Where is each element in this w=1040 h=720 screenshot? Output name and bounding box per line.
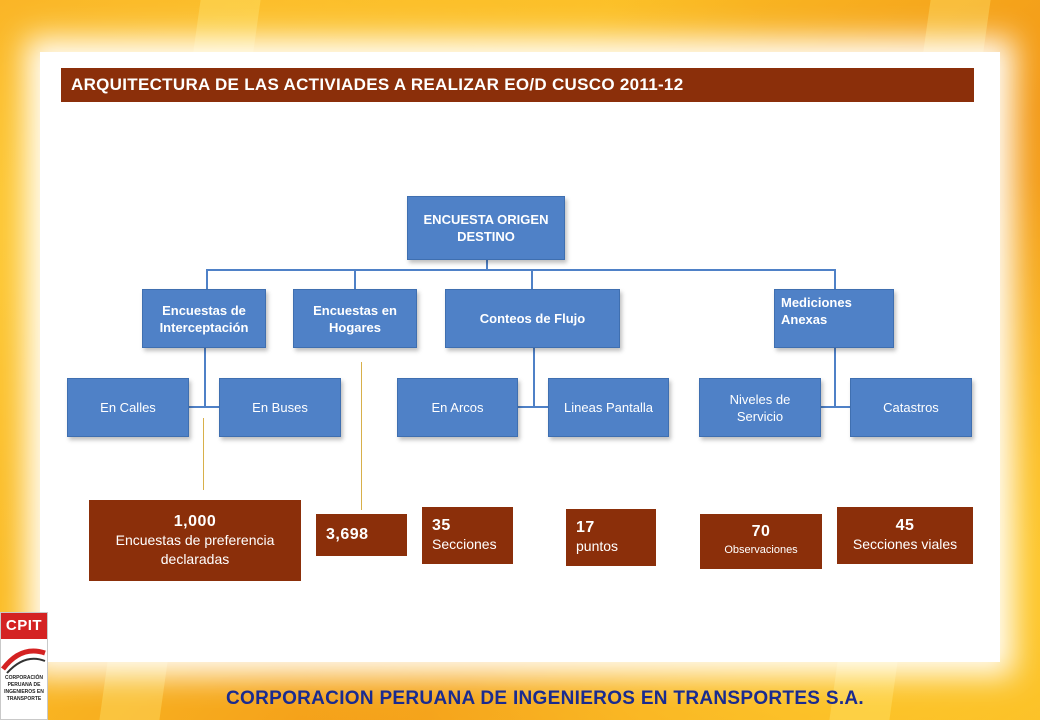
logo-line: TRANSPORTE xyxy=(6,696,42,702)
stat-pointer-line xyxy=(361,362,362,510)
stat-label: Secciones xyxy=(432,536,497,552)
stat-label: puntos xyxy=(576,538,619,554)
stat-value: 1,000 xyxy=(173,512,217,530)
stat-box-sections: 35 Secciones xyxy=(422,507,513,564)
stat-box-households: 3,698 xyxy=(316,514,407,556)
stat-label: Observaciones xyxy=(724,544,798,556)
connector xyxy=(834,348,836,408)
root-node: ENCUESTA ORIGEN DESTINO xyxy=(407,196,565,260)
connector xyxy=(818,406,850,408)
connector xyxy=(533,348,535,408)
arcs-node: En Arcos xyxy=(397,378,518,437)
flow-count-node: Conteos de Flujo xyxy=(445,289,620,348)
connector xyxy=(188,406,220,408)
connector xyxy=(531,269,533,289)
stat-value: 17 xyxy=(576,519,595,536)
screen-lines-node: Lineas Pantalla xyxy=(548,378,669,437)
connector xyxy=(354,269,356,289)
logo-line: PERUANA DE xyxy=(7,682,41,688)
stat-value: 70 xyxy=(751,523,771,540)
stat-value: 35 xyxy=(432,517,451,534)
logo-swoosh-icon xyxy=(1,639,47,675)
connector xyxy=(517,406,549,408)
stat-box-points: 17 puntos xyxy=(566,509,656,566)
stat-pointer-line xyxy=(203,418,204,490)
stat-label: Encuestas de preferencia declaradas xyxy=(115,531,275,567)
connector xyxy=(486,260,488,270)
additional-measurements-node: Mediciones Anexas xyxy=(774,289,894,348)
logo-line: CORPORACIÓN xyxy=(4,675,44,681)
buses-node: En Buses xyxy=(219,378,341,437)
cadastre-node: Catastros xyxy=(850,378,972,437)
connector xyxy=(204,348,206,408)
logo-line: INGENIEROS EN xyxy=(4,689,44,695)
stat-label: Secciones viales xyxy=(852,536,958,552)
company-footer: CORPORACION PERUANA DE INGENIEROS EN TRA… xyxy=(225,688,865,709)
slide-title: ARQUITECTURA DE LAS ACTIVIADES A REALIZA… xyxy=(61,68,974,102)
streets-node: En Calles xyxy=(67,378,189,437)
stat-value: 45 xyxy=(895,517,915,534)
cpit-logo: CPIT CORPORACIÓN PERUANA DE INGENIEROS E… xyxy=(0,612,48,720)
household-survey-node: Encuestas en Hogares xyxy=(293,289,417,348)
connector xyxy=(206,269,208,289)
connector xyxy=(834,269,836,289)
stat-box-road-sections: 45 Secciones viales xyxy=(837,507,973,564)
stat-box-observations: 70 Observaciones xyxy=(700,514,822,569)
service-levels-node: Niveles de Servicio xyxy=(699,378,821,437)
stat-value: 3,698 xyxy=(326,526,369,543)
stat-box-preference-surveys: 1,000 Encuestas de preferencia declarada… xyxy=(89,500,301,581)
interception-survey-node: Encuestas de Interceptación xyxy=(142,289,266,348)
logo-brand: CPIT xyxy=(1,613,47,639)
connector xyxy=(206,269,836,271)
